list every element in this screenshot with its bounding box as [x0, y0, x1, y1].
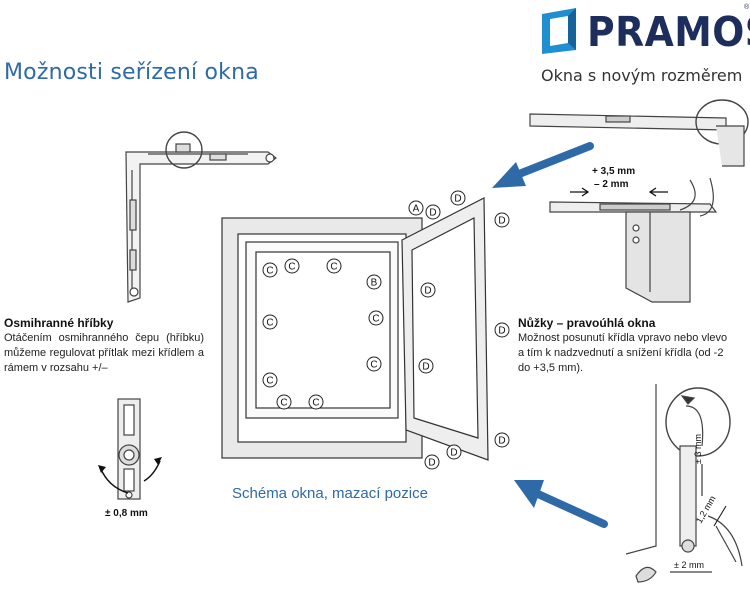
- marker-c: [326, 258, 342, 274]
- pramos-logo-icon: [542, 8, 576, 54]
- right-description: Možnost posunutí křídla vpravo nebo vlev…: [518, 332, 728, 374]
- marker-b: [366, 274, 382, 290]
- marker-label: C: [266, 266, 273, 277]
- marker-label: D: [424, 286, 431, 297]
- marker-label: B: [371, 278, 378, 289]
- arrow-to-scissor-icon: [492, 142, 594, 188]
- marker-label: D: [454, 194, 461, 205]
- marker-label: C: [280, 398, 287, 409]
- marker-label: D: [498, 216, 505, 227]
- marker-c: [276, 394, 292, 410]
- hinge-adjust-illustration: [625, 384, 743, 583]
- marker-c: [262, 262, 278, 278]
- marker-a: [408, 200, 424, 216]
- marker-label: C: [266, 376, 273, 387]
- mushroom-dimension: ± 0,8 mm: [105, 508, 148, 519]
- marker-label: D: [422, 362, 429, 373]
- marker-label: C: [330, 262, 337, 273]
- registered-mark: ®: [744, 4, 750, 11]
- left-description: Otáčením osmihranného čepu (hříbku) může…: [4, 332, 204, 374]
- marker-label: C: [266, 318, 273, 329]
- scissor-dimension-minus: – 2 mm: [594, 179, 629, 190]
- arrow-to-hinge-icon: [514, 480, 608, 528]
- marker-c: [308, 394, 324, 410]
- marker-c: [262, 314, 278, 330]
- marker-c: [366, 356, 382, 372]
- brand-name: PRAMOS: [587, 8, 750, 56]
- marker-label: C: [312, 398, 319, 409]
- marker-d: [494, 322, 510, 338]
- page-title: Možnosti seřízení okna: [4, 60, 259, 85]
- marker-label: A: [413, 204, 420, 215]
- marker-label: C: [370, 360, 377, 371]
- scissor-dimension-plus: + 3,5 mm: [592, 166, 636, 177]
- marker-d: [420, 282, 436, 298]
- marker-label: D: [498, 326, 505, 337]
- scissor-arm-illustration: [529, 99, 749, 167]
- marker-label: D: [428, 458, 435, 469]
- hinge-dimension-vertical: ± 3 mm: [693, 434, 703, 464]
- scissor-detail-illustration: [549, 177, 718, 303]
- marker-d: [446, 444, 462, 460]
- marker-label: D: [429, 208, 436, 219]
- marker-d: [418, 358, 434, 374]
- mushroom-pin-illustration: [98, 398, 162, 500]
- marker-label: C: [372, 314, 379, 325]
- marker-c: [368, 310, 384, 326]
- marker-d: [425, 204, 441, 220]
- corner-hinge-illustration: [125, 131, 277, 303]
- diagram-caption: Schéma okna, mazací pozice: [232, 485, 428, 502]
- marker-label: D: [498, 436, 505, 447]
- right-heading: Nůžky – pravoúhlá okna: [518, 316, 656, 330]
- hinge-dimension-horizontal: ± 2 mm: [674, 560, 704, 570]
- marker-d: [494, 212, 510, 228]
- marker-c: [262, 372, 278, 388]
- marker-label: C: [288, 262, 295, 273]
- marker-label: D: [450, 448, 457, 459]
- marker-c: [284, 258, 300, 274]
- left-heading: Osmihranné hříbky: [4, 316, 114, 330]
- marker-d: [494, 432, 510, 448]
- marker-d: [450, 190, 466, 206]
- brand-tagline: Okna s novým rozměrem: [541, 66, 743, 85]
- marker-d: [424, 454, 440, 470]
